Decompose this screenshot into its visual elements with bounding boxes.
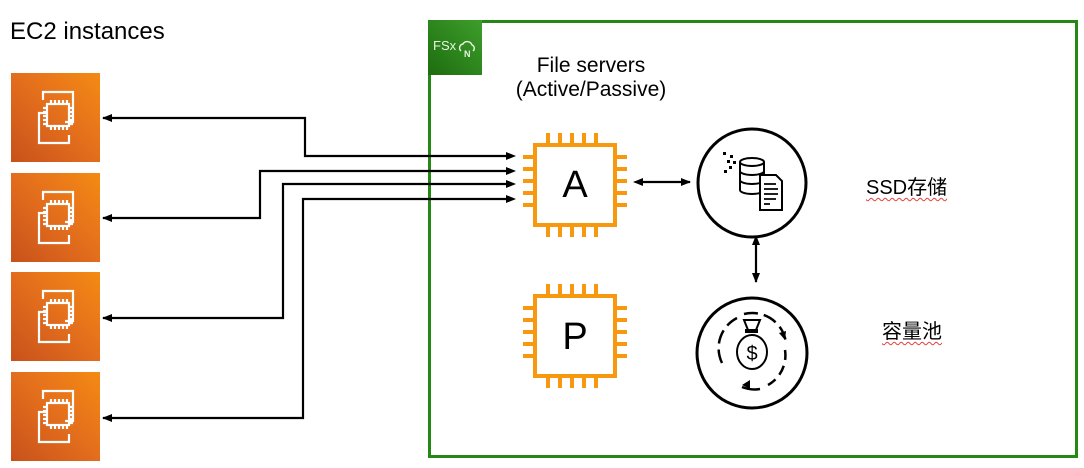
passive-server-label: P — [562, 316, 587, 358]
ec2-instance-icon — [37, 90, 75, 145]
ec2-instance-2[interactable] — [11, 173, 100, 262]
cloud-icon: N — [458, 40, 475, 59]
connector-instance-3 — [102, 180, 516, 322]
ec2-instance-3[interactable] — [11, 272, 100, 361]
ec2-instance-icon — [37, 289, 75, 344]
fsx-ontap-badge: FSx N — [428, 20, 482, 75]
connector-instance-4 — [102, 195, 516, 422]
active-file-server-chip[interactable]: A — [523, 133, 627, 237]
connector-instance-2 — [102, 167, 516, 222]
capacity-pool-node[interactable]: $ — [695, 296, 809, 410]
ec2-instance-4[interactable] — [11, 372, 100, 461]
fsx-badge-subicon: N — [464, 49, 471, 59]
fsx-badge-text: FSx — [433, 38, 457, 53]
capacity-pool-label: 容量池 — [882, 321, 942, 343]
file-servers-title-line2: (Active/Passive) — [515, 78, 667, 101]
passive-file-server-chip[interactable]: P — [523, 284, 627, 388]
ec2-instance-icon — [37, 389, 75, 444]
file-servers-title-line1: File servers — [536, 54, 646, 77]
svg-text:$: $ — [746, 343, 757, 365]
ec2-instance-icon — [37, 190, 75, 245]
ec2-instance-1[interactable] — [11, 73, 100, 162]
database-document-icon — [723, 152, 783, 211]
ssd-storage-node[interactable] — [696, 127, 808, 239]
ssd-storage-label: SSD存储 — [866, 177, 948, 199]
money-bag-cycle-icon: $ — [717, 311, 788, 391]
ec2-instances-title: EC2 instances — [10, 18, 165, 45]
file-servers-title: File servers (Active/Passive) — [486, 54, 696, 102]
connector-instance-1 — [102, 114, 516, 160]
active-server-label: A — [562, 164, 588, 206]
